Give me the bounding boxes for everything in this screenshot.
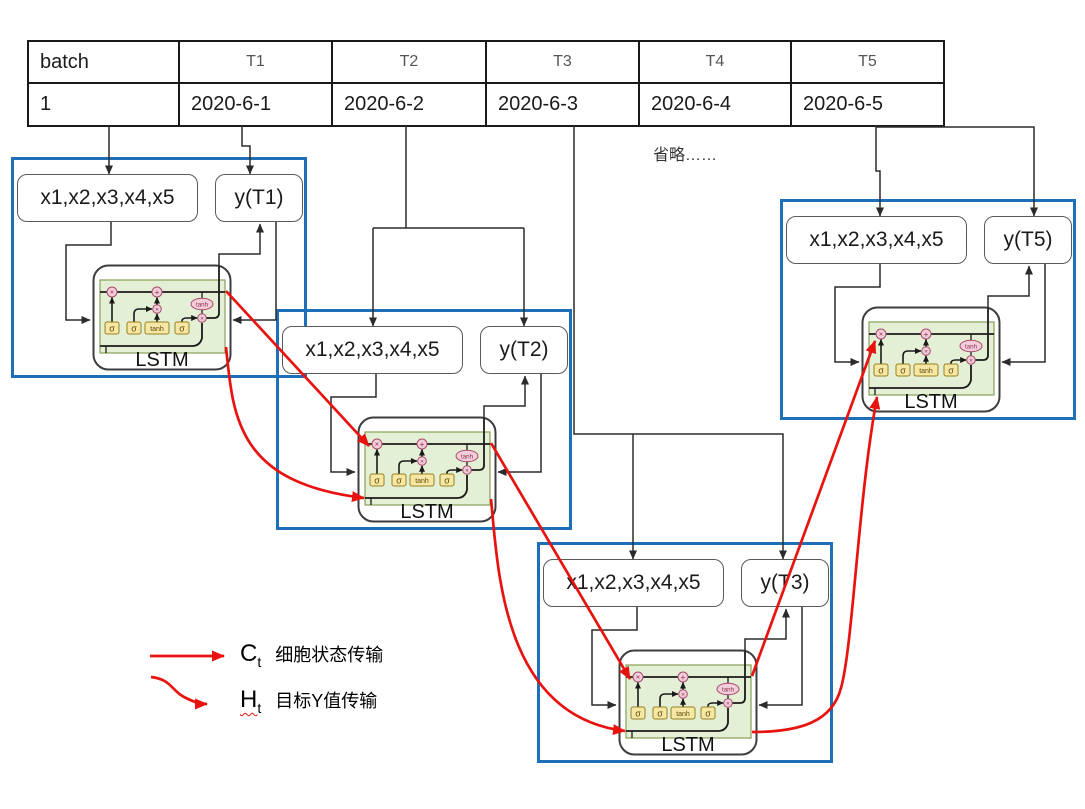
- legend-desc-target-y: 目标Y值传输: [275, 691, 378, 711]
- input-features-box-t1: x1,x2,x3,x4,x5: [17, 174, 198, 222]
- input-features-box-t2: x1,x2,x3,x4,x5: [282, 326, 463, 374]
- date-cell-t4: 2020-6-4: [638, 82, 792, 127]
- table-header-t3: T3: [485, 40, 640, 84]
- output-box-t2: y(T2): [480, 326, 568, 374]
- table-header-batch: batch: [27, 40, 180, 84]
- output-box-t3: y(T3): [741, 559, 829, 607]
- table-header-t1: T1: [178, 40, 333, 84]
- legend-desc-cell-state: 细胞状态传输: [275, 645, 384, 665]
- legend-wavy-arrow: [150, 675, 208, 710]
- input-features-box-t5: x1,x2,x3,x4,x5: [786, 216, 967, 264]
- table-header-t2: T2: [331, 40, 487, 84]
- arrow-table-to-t3-output: [573, 125, 787, 560]
- legend-symbol-ht: Ht: [240, 686, 262, 716]
- lstm-label-t2: LSTM: [400, 501, 454, 523]
- date-cell-t2: 2020-6-2: [331, 82, 487, 127]
- timestep-block-t2: x1,x2,x3,x4,x5 y(T2) LSTM: [276, 309, 572, 530]
- output-label: y(T5): [1003, 228, 1053, 251]
- input-features-label: x1,x2,x3,x4,x5: [305, 338, 440, 361]
- legend-symbol-ct: Ct: [240, 640, 262, 670]
- input-features-label: x1,x2,x3,x4,x5: [40, 186, 175, 209]
- lstm-label-t5: LSTM: [904, 391, 958, 413]
- table-header-t5: T5: [790, 40, 945, 84]
- output-box-t5: y(T5): [984, 216, 1072, 264]
- table-header-t4: T4: [638, 40, 792, 84]
- legend-hidden-state: Ht 目标Y值传输: [240, 686, 377, 716]
- legend-cell-state: Ct 细胞状态传输: [240, 640, 383, 670]
- output-label: y(T3): [760, 571, 810, 594]
- lstm-label-t1: LSTM: [135, 349, 189, 371]
- date-cell-t3: 2020-6-3: [485, 82, 640, 127]
- input-features-label: x1,x2,x3,x4,x5: [566, 571, 701, 594]
- lstm-label-t3: LSTM: [661, 734, 715, 756]
- date-cell-t1: 2020-6-1: [178, 82, 333, 127]
- output-box-t1: y(T1): [215, 174, 303, 222]
- output-label: y(T1): [234, 186, 284, 209]
- output-label: y(T2): [499, 338, 549, 361]
- input-features-box-t3: x1,x2,x3,x4,x5: [543, 559, 724, 607]
- omitted-timesteps-note: 省略……: [653, 147, 718, 164]
- batch-number-cell: 1: [27, 82, 180, 127]
- timestep-block-t3: x1,x2,x3,x4,x5 y(T3) LSTM: [537, 542, 833, 763]
- timestep-block-t5: x1,x2,x3,x4,x5 y(T5) LSTM: [780, 199, 1076, 420]
- timestep-block-t1: x1,x2,x3,x4,x5 y(T1) LSTM: [11, 157, 307, 378]
- batch-date-table: batch T1 T2 T3 T4 T5 1 2020-6-1 2020-6-2…: [27, 40, 945, 127]
- line-table-to-t2-trunk: [373, 125, 524, 229]
- date-cell-t5: 2020-6-5: [790, 82, 945, 127]
- input-features-label: x1,x2,x3,x4,x5: [809, 228, 944, 251]
